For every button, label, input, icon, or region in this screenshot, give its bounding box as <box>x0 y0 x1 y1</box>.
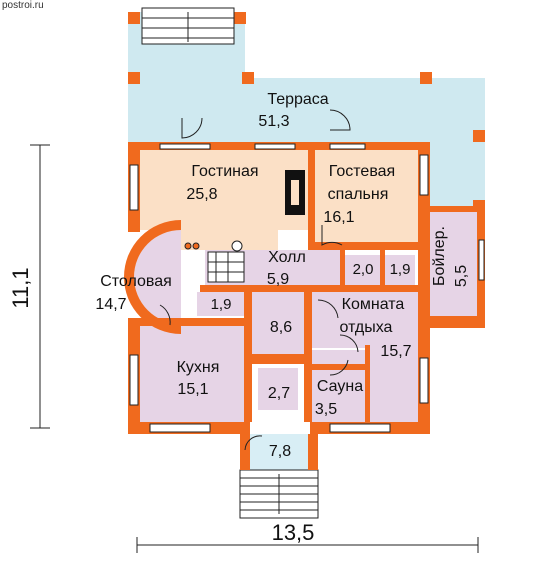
height-dimension-line <box>30 144 50 429</box>
sauna-label: Сауна <box>317 378 363 395</box>
corridor-fill <box>252 292 304 354</box>
rest-room-label-line2: отдыха <box>340 319 393 336</box>
terrace-fill <box>128 78 485 148</box>
width-dimension: 13,5 <box>272 520 315 545</box>
dining-bay-wall <box>124 220 181 334</box>
closet-b-area: 1,9 <box>390 261 411 278</box>
terrace-stairs <box>141 7 235 45</box>
closet-a-fill <box>345 255 380 285</box>
door-swings <box>159 109 359 451</box>
rest-room-fill <box>312 292 418 348</box>
width-dimension-line <box>136 537 479 553</box>
boiler-room-area: 5,5 <box>453 265 470 287</box>
wc-fill <box>258 368 298 410</box>
hall-area: 5,9 <box>267 271 289 288</box>
guest-bedroom-fill <box>315 150 418 242</box>
living-room-label: Гостиная <box>191 163 258 180</box>
small-room-area: 1,9 <box>211 296 232 313</box>
interior-walls <box>140 150 418 422</box>
living-room-fill <box>140 150 308 230</box>
dining-room-fill <box>134 230 181 324</box>
closet-a-area: 2,0 <box>353 261 374 278</box>
guest-bedroom-label-line1: Гостевая <box>329 163 395 180</box>
dining-room-area: 14,7 <box>95 296 126 313</box>
terrace-label: Терраса <box>267 91 328 108</box>
entrance-stairs <box>239 469 319 519</box>
boiler-room-fill <box>427 212 477 316</box>
wc-area: 2,7 <box>268 385 290 402</box>
small-room-fill <box>197 292 247 316</box>
kitchen-area: 15,1 <box>177 381 208 398</box>
rest-room-area: 15,7 <box>380 343 411 360</box>
guest-bedroom-area: 16,1 <box>323 209 354 226</box>
porch-fill <box>248 434 310 470</box>
hall-label: Холл <box>268 249 306 266</box>
closet-b-fill <box>385 255 415 285</box>
windows <box>129 143 485 433</box>
site-watermark: postroi.ru <box>2 0 44 11</box>
living-room-area: 25,8 <box>186 186 217 203</box>
kitchen-fill <box>140 326 244 422</box>
rest-room-label-line1: Комната <box>342 296 405 313</box>
guest-bedroom-label-line2: спальня <box>328 186 389 203</box>
corridor-area: 8,6 <box>270 319 292 336</box>
dining-room-label: Столовая <box>100 273 172 290</box>
sauna-area: 3,5 <box>315 401 337 418</box>
height-dimension: 11,1 <box>8 267 33 308</box>
porch-area: 7,8 <box>269 443 291 460</box>
boiler-room-label: Бойлер. <box>431 226 448 286</box>
kitchen-label: Кухня <box>177 359 220 376</box>
interior-stair <box>207 251 245 283</box>
terrace-area: 51,3 <box>258 113 289 130</box>
sauna-fill <box>312 368 367 422</box>
terrace-posts <box>128 12 485 212</box>
